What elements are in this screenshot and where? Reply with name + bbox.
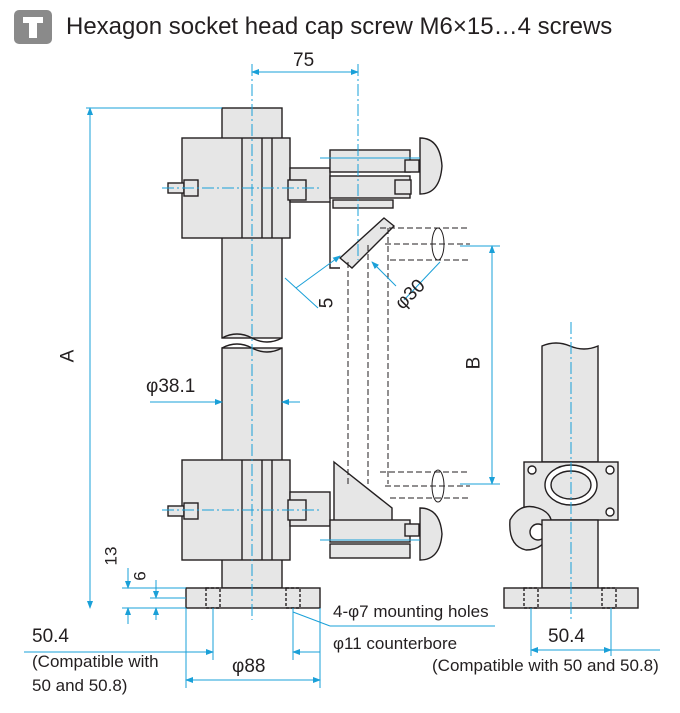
side-pole xyxy=(541,342,599,463)
dim-base-diameter: φ88 xyxy=(232,656,266,677)
note-mounting-holes: 4-φ7 mounting holes xyxy=(333,602,489,621)
upper-mirror xyxy=(338,217,396,269)
dim-height-b: B xyxy=(463,356,485,370)
dim-compat-right: (Compatible with 50 and 50.8) xyxy=(432,656,659,675)
dim-height-a: A xyxy=(57,349,79,363)
dim-pole-diameter: φ38.1 xyxy=(146,376,196,397)
dim-base-thickness: 13 xyxy=(101,546,121,566)
dimension-lines xyxy=(24,64,660,688)
front-view xyxy=(167,107,443,609)
screw-icon xyxy=(14,10,52,44)
header xyxy=(14,10,52,44)
dim-base-width-left: 50.4 xyxy=(32,626,69,647)
dim-base-width-right: 50.4 xyxy=(548,626,585,647)
upper-mount-top xyxy=(329,149,411,173)
lower-knob xyxy=(419,507,443,561)
dim-mirror-offset: 5 xyxy=(316,297,338,309)
page-title: Hexagon socket head cap screw M6×15…4 sc… xyxy=(66,13,613,40)
upper-knob xyxy=(419,137,443,195)
dim-base-step: 6 xyxy=(130,571,150,581)
dim-compat-left-1: (Compatible with xyxy=(32,652,159,671)
note-counterbore: φ11 counterbore xyxy=(333,634,458,653)
dim-compat-left-2: 50 and 50.8) xyxy=(32,676,128,695)
dim-top-width: 75 xyxy=(293,50,315,71)
